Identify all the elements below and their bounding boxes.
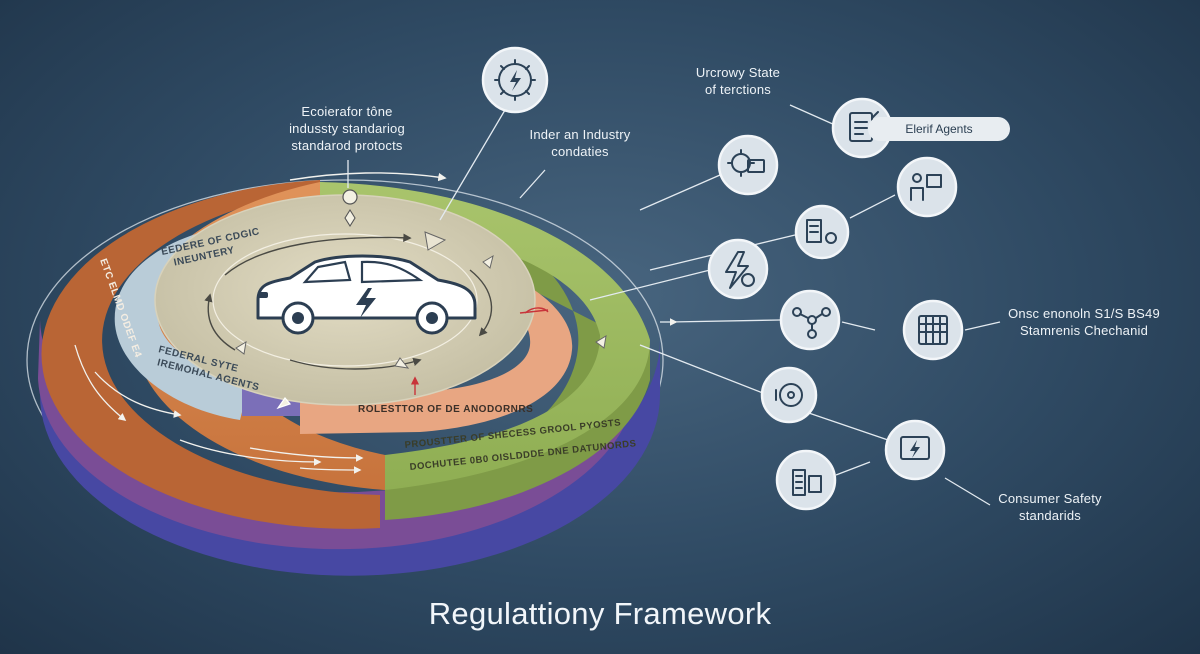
gear-lightning-icon [481, 46, 549, 114]
ring-label-inner-bottom: ROLESTTOR OF DE ANODORNRS [358, 404, 533, 415]
network-nodes-icon [779, 289, 841, 351]
speaker-disc-icon [760, 366, 818, 424]
callout-top-left: Ecoierafor tône indussty standariog stan… [289, 104, 405, 153]
orange-ring-edge [41, 180, 381, 529]
folder-charge-icon [884, 419, 946, 481]
inner-flow-arrows [204, 233, 549, 395]
callout-right-middle: Onsc enonoln S1/S BS49 Stamrenis Chechan… [1008, 306, 1160, 338]
lightning-gear-icon [707, 238, 769, 300]
icon-nodes [481, 46, 964, 511]
building-monitor-icon [775, 449, 837, 511]
electric-car-icon [256, 254, 477, 335]
connector-lines [347, 104, 1001, 506]
ring-markers [235, 189, 607, 410]
outer-flow-arrows [74, 172, 447, 474]
callout-top-middle: Inder an Industry condaties [529, 127, 631, 159]
gear-monitor-icon [717, 134, 779, 196]
callout-top-right: Urcrowy State of terctions [695, 65, 781, 97]
calendar-grid-icon [902, 299, 964, 361]
server-gear-icon [794, 204, 850, 260]
person-board-icon [896, 156, 958, 218]
callout-bottom-right: Consumer Safety standarids [998, 491, 1102, 523]
green-ring [320, 182, 650, 490]
blue-inner-ring [114, 222, 258, 420]
agents-pill: Elerif Agents [868, 117, 1010, 141]
page-title: Regulattiony Framework [428, 596, 772, 631]
